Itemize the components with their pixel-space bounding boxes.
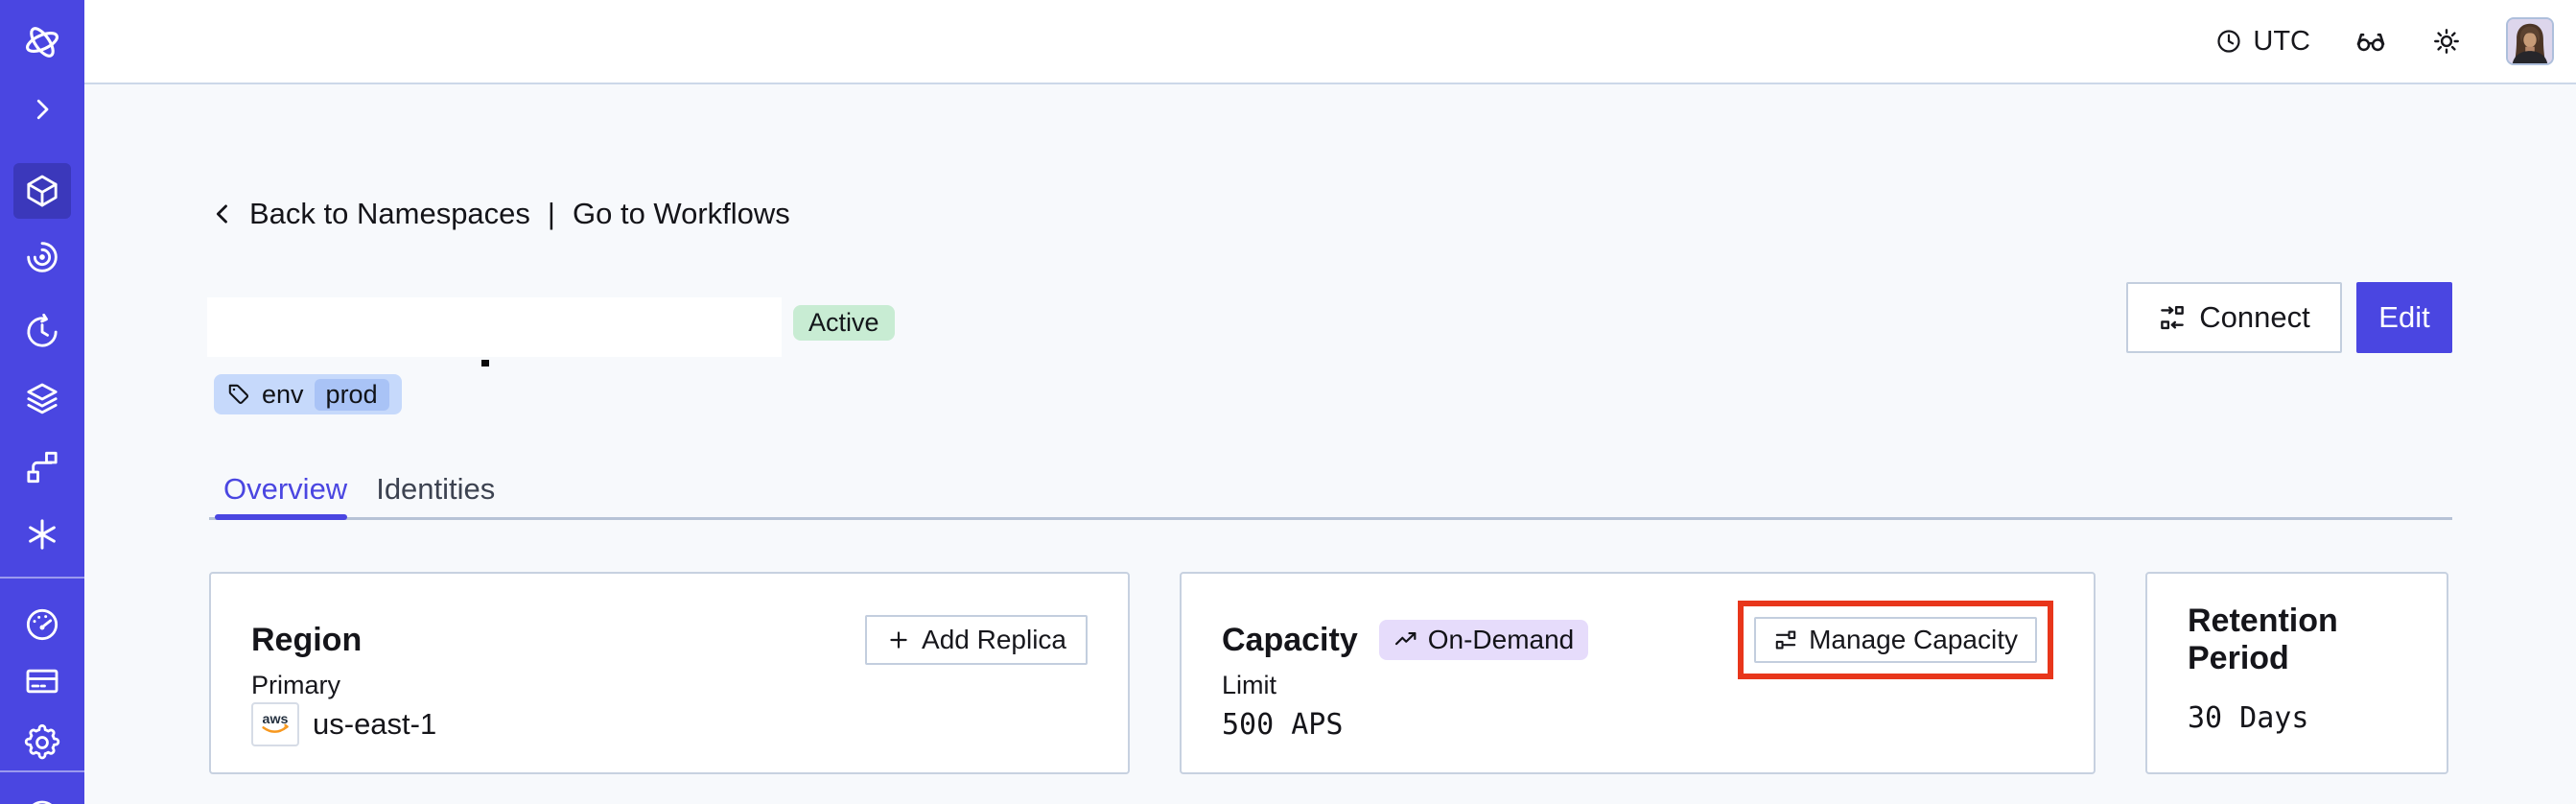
red-annotation-box: Manage Capacity xyxy=(1738,601,2053,679)
connect-button-label: Connect xyxy=(2199,300,2310,334)
nexus-spiral-icon xyxy=(23,238,61,276)
sidebar-divider xyxy=(0,577,84,579)
region-card-title: Region xyxy=(251,621,363,658)
sidebar-item-billing-card[interactable] xyxy=(0,661,84,701)
capacity-value: 500 APS xyxy=(1222,707,1344,742)
namespace-title-redacted xyxy=(207,297,782,357)
glasses-icon xyxy=(2354,25,2387,58)
active-tab-indicator xyxy=(215,514,347,520)
tab-bar: Overview Identities xyxy=(209,466,509,512)
capacity-card: Capacity On-Demand Manage Capacity Limit xyxy=(1180,572,2096,774)
sidebar-item-settings-gear[interactable] xyxy=(0,721,84,764)
topbar: UTC xyxy=(84,0,2576,84)
namespaces-cube-icon xyxy=(23,172,61,210)
tag-icon xyxy=(226,382,251,407)
tab-identities[interactable]: Identities xyxy=(376,472,496,506)
on-demand-badge: On-Demand xyxy=(1378,620,1589,660)
add-replica-label: Add Replica xyxy=(922,625,1066,654)
sidebar-item-temporal-logo[interactable] xyxy=(0,21,84,63)
tag-value-chip: prod xyxy=(314,378,389,411)
content-area: Back to Namespaces | Go to Workflows Act… xyxy=(84,84,2576,804)
manage-capacity-button[interactable]: Manage Capacity xyxy=(1754,617,2037,663)
header-actions: Connect Edit xyxy=(2126,282,2452,353)
retention-value: 30 Days xyxy=(2188,701,2309,735)
chevron-right-icon xyxy=(28,95,57,124)
manage-capacity-label: Manage Capacity xyxy=(1809,625,2018,654)
sun-icon xyxy=(2431,26,2462,57)
sidebar-active-highlight xyxy=(13,163,71,219)
asterisk-icon xyxy=(23,515,61,554)
on-demand-badge-label: On-Demand xyxy=(1427,625,1575,654)
timezone-label: UTC xyxy=(2253,25,2310,57)
breadcrumb-workflows-link[interactable]: Go to Workflows xyxy=(572,197,790,230)
region-field-label: Primary xyxy=(251,671,340,699)
edit-button-label: Edit xyxy=(2378,300,2430,334)
plus-icon xyxy=(886,627,911,652)
chevron-left-icon xyxy=(209,201,236,227)
sidebar-divider xyxy=(0,770,84,772)
add-replica-button[interactable]: Add Replica xyxy=(865,615,1088,665)
user-avatar[interactable] xyxy=(2506,17,2554,65)
capacity-field-label: Limit xyxy=(1222,671,1277,699)
sidebar-item-usage-gauge[interactable] xyxy=(0,604,84,645)
sidebar-item-namespaces-cube[interactable] xyxy=(0,163,84,219)
sidebar-item-nexus-spiral[interactable] xyxy=(0,237,84,277)
connect-button[interactable]: Connect xyxy=(2126,282,2342,353)
profile-circle-icon xyxy=(23,797,61,804)
connect-flow-icon xyxy=(2158,303,2187,332)
overview-cards: Region Add Replica Primary aws xyxy=(209,572,2448,774)
namespace-title-text-remnant xyxy=(481,360,489,367)
sidebar xyxy=(0,0,84,804)
region-card: Region Add Replica Primary aws xyxy=(209,572,1130,774)
edit-button[interactable]: Edit xyxy=(2356,282,2452,353)
svg-text:aws: aws xyxy=(263,712,289,727)
tab-overview[interactable]: Overview xyxy=(223,472,348,506)
billing-card-icon xyxy=(23,662,61,700)
tag-key: env xyxy=(262,379,304,409)
theme-toggle-button[interactable] xyxy=(2431,26,2462,57)
namespace-tag: env prod xyxy=(214,374,402,414)
sidebar-item-asterisk[interactable] xyxy=(0,514,84,555)
breadcrumb: Back to Namespaces | Go to Workflows xyxy=(209,192,790,236)
region-value: us-east-1 xyxy=(313,707,437,741)
usage-gauge-icon xyxy=(23,605,61,644)
retention-card: Retention Period 30 Days xyxy=(2145,572,2448,774)
schedules-clock-icon xyxy=(23,313,61,351)
status-badge: Active xyxy=(793,305,895,341)
sliders-icon xyxy=(1773,627,1798,652)
sidebar-item-pipeline-branch[interactable] xyxy=(0,447,84,487)
pipeline-branch-icon xyxy=(23,448,61,486)
sidebar-item-schedules-clock[interactable] xyxy=(0,312,84,352)
tabs-divider xyxy=(209,517,2452,520)
breadcrumb-back-link[interactable]: Back to Namespaces xyxy=(249,197,530,230)
breadcrumb-separator: | xyxy=(547,197,555,230)
trending-up-icon xyxy=(1393,627,1418,652)
timezone-selector[interactable]: UTC xyxy=(2215,26,2310,58)
sidebar-item-profile-circle[interactable] xyxy=(0,796,84,804)
aws-provider-icon: aws xyxy=(251,702,299,746)
temporal-logo-icon xyxy=(22,22,62,62)
layers-icon xyxy=(23,379,61,417)
settings-gear-icon xyxy=(22,722,62,763)
retention-card-title: Retention Period xyxy=(2188,603,2338,676)
sidebar-item-chevron-right[interactable] xyxy=(0,94,84,125)
labs-toggle-button[interactable] xyxy=(2354,25,2387,58)
capacity-card-title: Capacity xyxy=(1222,621,1358,658)
sidebar-item-layers[interactable] xyxy=(0,378,84,418)
clock-icon xyxy=(2215,28,2242,55)
